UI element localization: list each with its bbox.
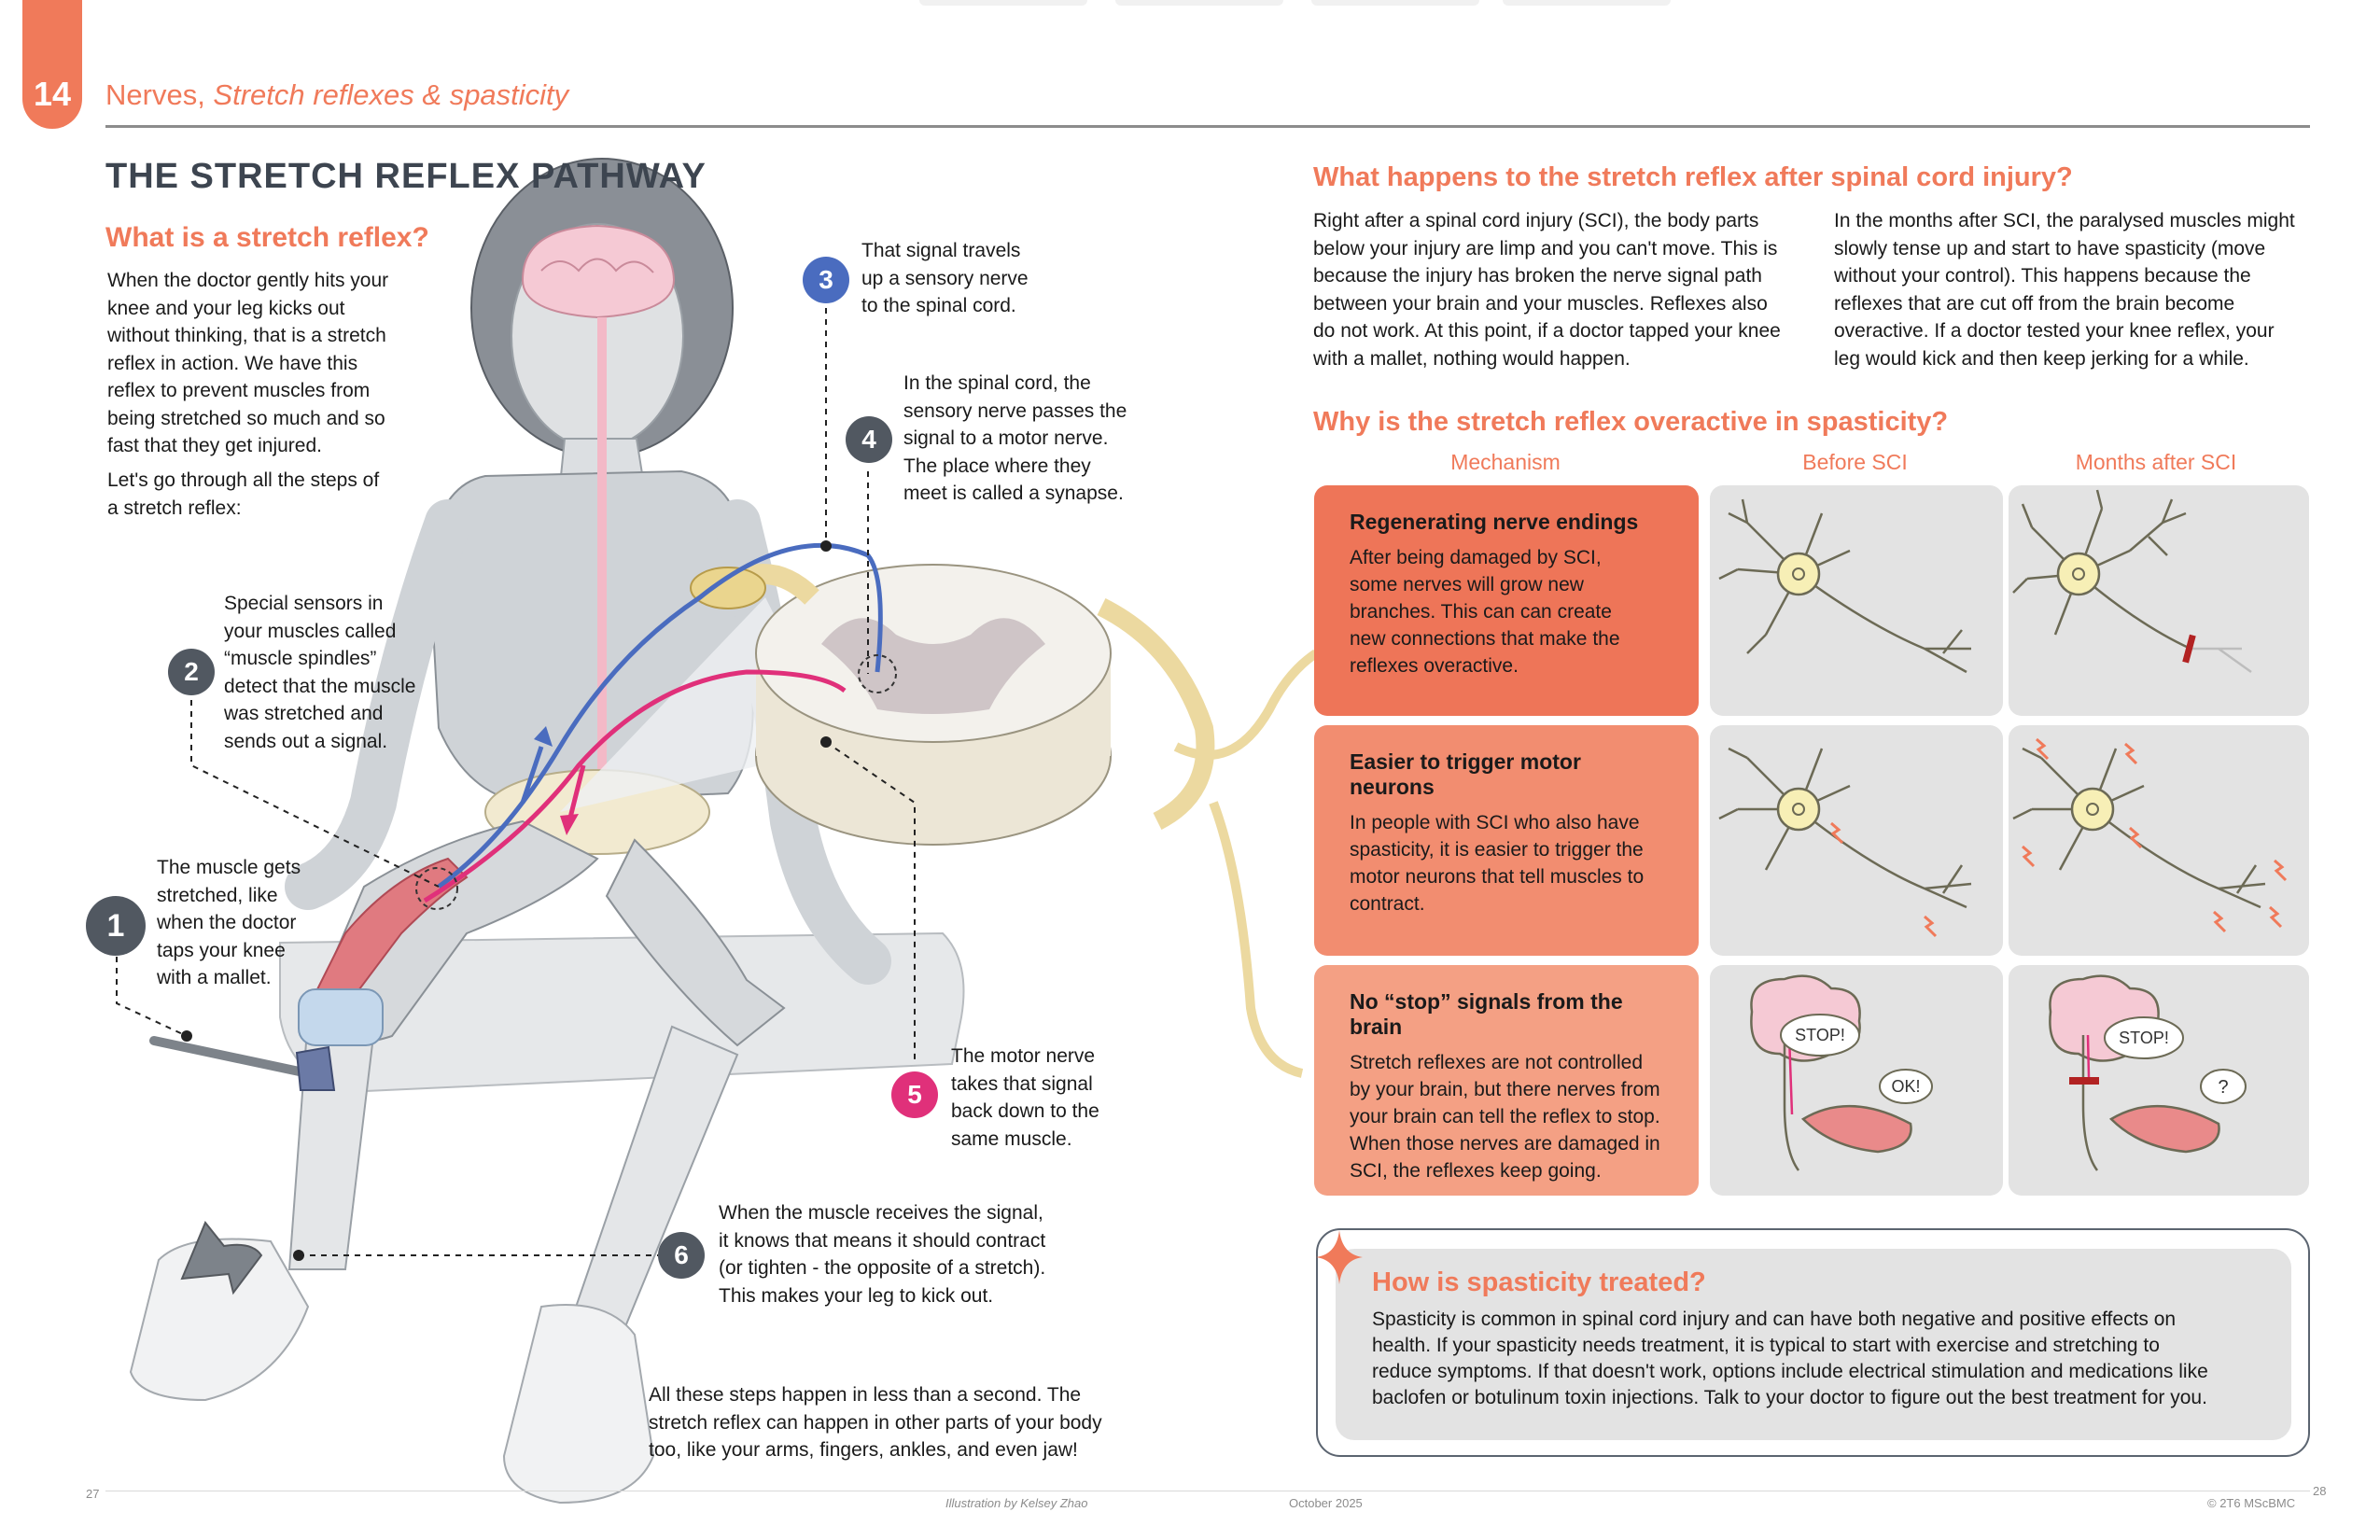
breadcrumb-topic: Stretch reflexes & spasticity: [213, 78, 569, 111]
footer-left-page: 27: [86, 1487, 100, 1501]
column-header-after-sci: Months after SCI: [2075, 450, 2237, 474]
brain-muscle-after-sci: STOP! ?: [2009, 965, 2309, 1196]
closing-paragraph: All these steps happen in less than a se…: [649, 1384, 1102, 1461]
grey-matter: [821, 618, 1045, 714]
page-title: THE STRETCH REFLEX PATHWAY: [105, 157, 707, 196]
neuron-after-sci-regrown: [2009, 485, 2309, 716]
page-number: 14: [33, 75, 72, 113]
mechanism-title: No “stop” signals from the brain: [1350, 989, 1623, 1039]
why-overactive-heading: Why is the stretch reflex overactive in …: [1313, 407, 1949, 437]
bubble-stop: STOP!: [2119, 1029, 2169, 1047]
after-sci-col2: In the months after SCI, the paralysed m…: [1834, 210, 2295, 370]
after-sci-col1: Right after a spinal cord injury (SCI), …: [1313, 210, 1781, 370]
step-2-badge: 2: [168, 649, 215, 695]
top-decoration: [919, 0, 1087, 6]
neuron-icon: [1718, 498, 1971, 674]
mechanism-title: Easier to trigger motor neurons: [1350, 749, 1581, 799]
bubble-stop: STOP!: [1795, 1026, 1845, 1044]
nerve-root-right: [1097, 598, 1215, 830]
neuron-before-sci: [1710, 485, 2003, 716]
footer-credit: Illustration by Kelsey Zhao: [945, 1496, 1088, 1510]
sensory-nerve-pathway: [437, 542, 883, 889]
synapse-marker: [858, 654, 897, 693]
sparkle-icon: [1316, 1230, 1363, 1284]
treatment-heading: How is spasticity treated?: [1372, 1267, 1706, 1297]
connector-swoosh: [1209, 801, 1304, 1078]
column-header-mechanism: Mechanism: [1450, 450, 1561, 474]
callout-lines: [116, 308, 916, 1256]
chair: [279, 931, 965, 1094]
kick-arrow: [180, 1221, 263, 1295]
step-3-badge: 3: [803, 257, 849, 303]
footer-copyright: © 2T6 MScBMC: [2207, 1496, 2296, 1510]
step-6-text: When the muscle receives the signal,it k…: [719, 1202, 1046, 1307]
mechanism-card-easier-trigger: Easier to trigger motor neurons In peopl…: [1314, 725, 1699, 956]
footer-date: October 2025: [1289, 1496, 1363, 1510]
bubble-question: ?: [2218, 1077, 2228, 1098]
brain-muscle-before-sci: STOP! OK!: [1710, 965, 2003, 1196]
header-divider: [105, 125, 2310, 128]
top-decoration: [1115, 0, 1283, 6]
motor-nerve-pathway: [423, 669, 847, 903]
breadcrumb: Nerves, Stretch reflexes & spasticity: [105, 78, 568, 112]
top-decoration: [1503, 0, 1671, 6]
muscle-spindle-marker: [415, 867, 458, 910]
step-1-badge: 1: [86, 896, 146, 956]
brain: [521, 224, 676, 319]
step-6-badge: 6: [658, 1232, 705, 1279]
neuron-regrowth-icon: [2012, 489, 2252, 674]
breadcrumb-section: Nerves,: [105, 78, 214, 111]
dorsal-root-ganglion: [690, 567, 766, 609]
motor-neuron-after-sci: [2009, 725, 2309, 956]
knee-joint: [298, 988, 384, 1046]
connector-swoosh: [1173, 649, 1319, 760]
sensory-arrowhead: [534, 726, 553, 747]
after-sci-heading: What happens to the stretch reflex after…: [1313, 162, 2073, 192]
sensory-direction-arrow: [520, 746, 544, 804]
step-4-badge: 4: [846, 416, 892, 463]
right-foot: [502, 1304, 655, 1505]
what-heading: What is a stretch reflex?: [105, 222, 429, 253]
mallet-handle: [149, 1036, 313, 1078]
motor-arrowhead: [560, 814, 579, 835]
page-number-tab: 14: [22, 0, 82, 129]
column-header-before-sci: Before SCI: [1802, 450, 1908, 474]
treatment-box-inner: [1336, 1249, 2291, 1440]
brain-muscle-icon: STOP! OK!: [1750, 974, 1933, 1171]
mechanism-card-no-stop-signals: No “stop” signals from the brain Stretch…: [1314, 965, 1699, 1196]
mechanism-card-regenerating: Regenerating nerve endings After being d…: [1314, 485, 1699, 716]
step-5-badge: 5: [891, 1071, 938, 1118]
motor-direction-arrow: [567, 764, 586, 822]
treatment-text: Spasticity is common in spinal cord inju…: [1372, 1309, 2208, 1408]
motor-neuron-before-sci: [1710, 725, 2003, 956]
footer-right-page: 28: [2313, 1484, 2327, 1498]
neuron-excited-icon: [2012, 737, 2288, 933]
left-arm: [285, 499, 471, 910]
mechanism-text: After being damaged by SCI,some nerves w…: [1350, 547, 1620, 677]
brain-muscle-cut-icon: STOP! ?: [2049, 974, 2247, 1171]
bubble-ok: OK!: [1891, 1077, 1920, 1096]
neuron-icon: [1718, 747, 1972, 938]
mechanism-title: Regenerating nerve endings: [1350, 510, 1639, 534]
mallet-head: [295, 1045, 336, 1091]
right-thigh: [605, 838, 786, 1047]
stretch-reflex-illustration: [116, 158, 1319, 1505]
treatment-box: [1316, 1228, 2310, 1457]
top-decoration: [1311, 0, 1479, 6]
